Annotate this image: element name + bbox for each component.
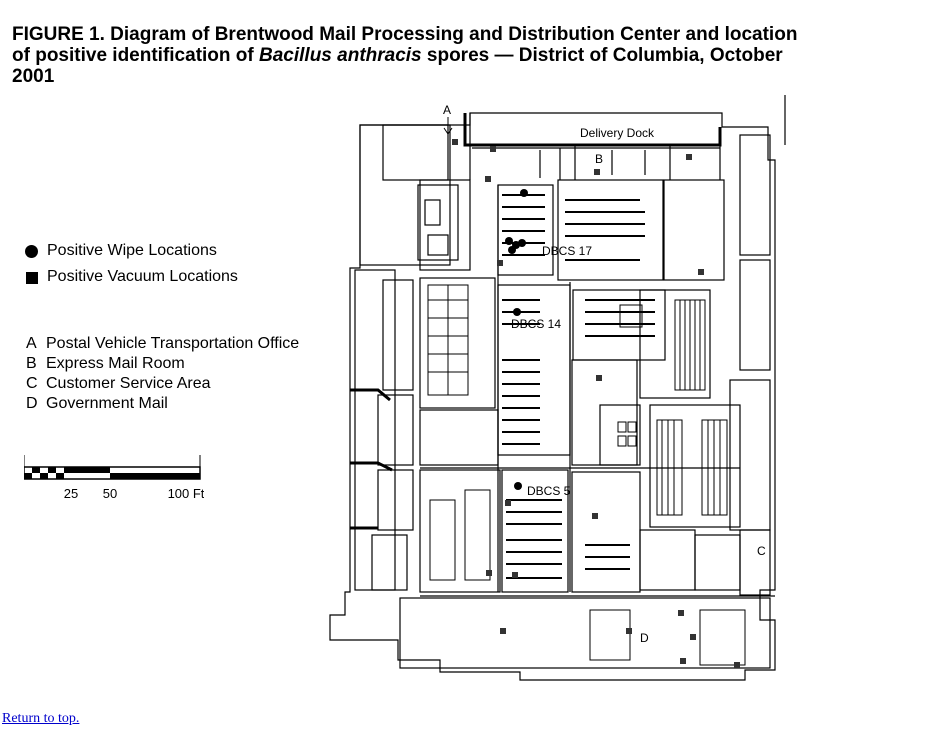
vacuum-marker	[594, 169, 600, 175]
wipe-marker	[508, 246, 516, 254]
key-c-text: Customer Service Area	[46, 375, 211, 392]
wipe-marker	[505, 237, 513, 245]
figure-title: FIGURE 1. Diagram of Brentwood Mail Proc…	[12, 24, 852, 87]
plan-label-b: B	[595, 152, 603, 166]
scale-label-100: 100 Ft	[168, 486, 204, 501]
scale-label-25: 25	[64, 486, 78, 501]
vacuum-marker	[486, 570, 492, 576]
title-line-2-end: spores — District of Columbia, October	[421, 45, 783, 66]
key-a: A Postal Vehicle Transportation Office	[26, 334, 299, 354]
plan-label-c: C	[757, 544, 766, 558]
vacuum-marker	[690, 634, 696, 640]
vacuum-marker	[497, 260, 503, 266]
vacuum-marker	[698, 269, 704, 275]
key-b: B Express Mail Room	[26, 354, 299, 374]
wipe-marker	[520, 189, 528, 197]
title-line-2: of positive identification of Bacillus a…	[12, 45, 852, 66]
wipe-markers	[505, 189, 528, 490]
dbcs-17-label: DBCS 17	[542, 244, 592, 258]
title-line-2-start: of positive identification of	[12, 45, 259, 66]
key-d-text: Government Mail	[46, 395, 168, 412]
vacuum-marker	[678, 610, 684, 616]
vacuum-markers	[452, 139, 740, 668]
vacuum-marker	[596, 375, 602, 381]
scale-bar: 25 50 100 Ft	[24, 455, 204, 501]
vacuum-marker	[485, 176, 491, 182]
vacuum-square-icon	[26, 272, 38, 284]
floor-plan: A Delivery Dock B DBCS 17 DBCS 14 DBCS 5…	[329, 95, 786, 681]
wipe-dot-icon	[25, 245, 38, 258]
dbcs-5-label: DBCS 5	[527, 484, 571, 498]
vacuum-marker	[512, 572, 518, 578]
vacuum-marker	[452, 139, 458, 145]
scale-bar-graphic	[24, 455, 201, 480]
key-c: C Customer Service Area	[26, 374, 299, 394]
key-a-text: Postal Vehicle Transportation Office	[46, 335, 300, 352]
vacuum-marker	[734, 662, 740, 668]
key-d-letter: D	[26, 395, 38, 412]
legend-wipe-label: Positive Wipe Locations	[47, 242, 217, 259]
key-b-letter: B	[26, 355, 37, 372]
plan-label-d: D	[640, 631, 649, 645]
vacuum-marker	[490, 146, 496, 152]
scale-label-50: 50	[103, 486, 117, 501]
label-a-arrow-icon	[443, 117, 453, 135]
title-line-3: 2001	[12, 66, 55, 87]
delivery-dock-label: Delivery Dock	[580, 126, 655, 140]
plan-walls	[329, 95, 786, 681]
key-a-letter: A	[26, 335, 37, 352]
plan-label-a: A	[443, 103, 451, 117]
vacuum-marker	[680, 658, 686, 664]
wipe-marker	[513, 308, 521, 316]
title-species-name: Bacillus anthracis	[259, 45, 422, 66]
plan-sorters	[427, 284, 746, 666]
vacuum-marker	[592, 513, 598, 519]
title-line-1: FIGURE 1. Diagram of Brentwood Mail Proc…	[12, 24, 798, 45]
vacuum-marker	[500, 628, 506, 634]
wipe-marker	[518, 239, 526, 247]
wipe-marker	[514, 482, 522, 490]
legend-vacuum-label: Positive Vacuum Locations	[47, 268, 238, 285]
vacuum-marker	[686, 154, 692, 160]
key-b-text: Express Mail Room	[46, 355, 185, 372]
key-d: D Government Mail	[26, 394, 299, 414]
vacuum-marker	[505, 500, 511, 506]
dbcs-14-label: DBCS 14	[511, 317, 561, 331]
key-c-letter: C	[26, 375, 38, 392]
return-to-top-link[interactable]: Return to top.	[2, 711, 80, 726]
vacuum-marker	[626, 628, 632, 634]
